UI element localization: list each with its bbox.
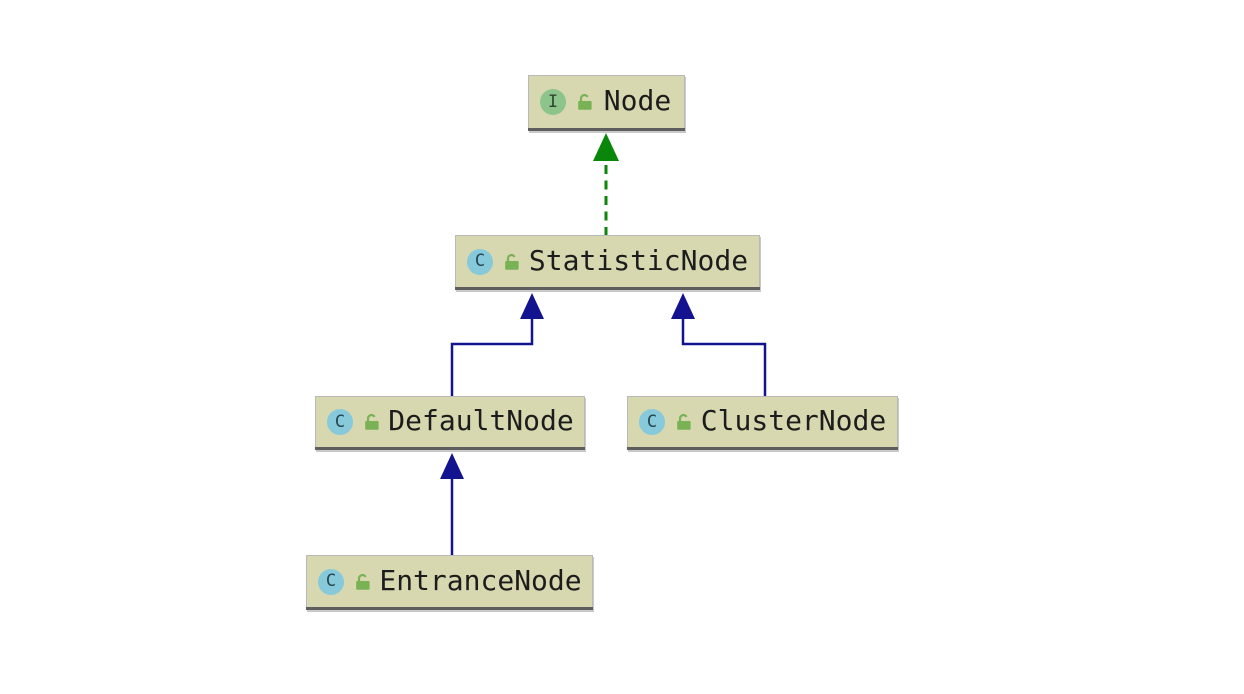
implements-arrowhead-icon [593, 133, 619, 161]
edge-statisticnode-implements-node[interactable] [593, 133, 619, 236]
uml-node-defaultnode[interactable]: C DefaultNode [315, 396, 585, 450]
open-lock-icon [353, 572, 373, 592]
uml-node-node[interactable]: I Node [528, 75, 685, 131]
open-lock-icon [502, 252, 522, 272]
class-icon-letter: C [474, 251, 486, 271]
uml-node-entrancenode[interactable]: C EntranceNode [306, 555, 593, 610]
class-icon: C [327, 409, 353, 435]
class-icon-letter: C [646, 411, 658, 432]
uml-node-clusternode[interactable]: C ClusterNode [627, 396, 898, 450]
open-lock-icon [362, 412, 382, 432]
interface-icon-letter: I [547, 91, 559, 112]
open-lock-icon [674, 412, 694, 432]
extends-arrowhead-icon [520, 293, 544, 319]
node-label: ClusterNode [700, 404, 887, 437]
class-icon: C [467, 248, 493, 275]
edge-clusternode-extends-statisticnode[interactable] [671, 293, 767, 397]
extends-arrowhead-icon [671, 293, 695, 319]
interface-icon: I [540, 89, 566, 115]
node-label: EntranceNode [379, 563, 582, 597]
open-lock-icon [575, 92, 595, 112]
uml-node-statisticnode[interactable]: C StatisticNode [455, 235, 760, 290]
node-label: Node [603, 84, 672, 117]
class-icon: C [639, 409, 665, 435]
edge-entrancenode-extends-defaultnode[interactable] [440, 453, 464, 556]
edge-defaultnode-extends-statisticnode[interactable] [450, 293, 544, 397]
class-icon: C [318, 568, 344, 595]
node-label: DefaultNode [388, 404, 574, 437]
node-label: StatisticNode [528, 243, 749, 277]
class-icon-letter: C [325, 571, 337, 591]
extends-arrowhead-icon [440, 453, 464, 479]
class-icon-letter: C [334, 411, 346, 432]
